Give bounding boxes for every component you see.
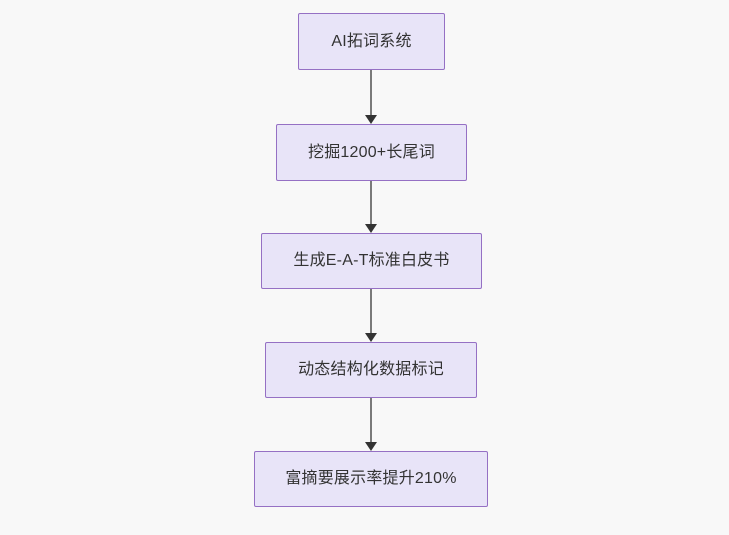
down-arrow-icon [365,333,377,342]
flow-node-label: 富摘要展示率提升210% [285,470,457,488]
flow-node-ai-keyword-system[interactable]: AI拓词系统 [298,13,445,70]
down-arrow-icon [365,442,377,451]
flow-node-label: AI拓词系统 [331,32,412,50]
connector-line [370,70,372,115]
flow-node-label: 动态结构化数据标记 [298,361,444,379]
flow-node-label: 生成E-A-T标准白皮书 [293,252,450,270]
connector-line [370,181,372,224]
down-arrow-icon [365,115,377,124]
flow-connector-2-to-3 [364,181,378,233]
flow-connector-1-to-2 [364,70,378,124]
flow-node-generate-eat-whitepaper[interactable]: 生成E-A-T标准白皮书 [261,233,482,289]
connector-line [370,398,372,442]
connector-line [370,289,372,333]
flow-connector-4-to-5 [364,398,378,451]
flow-node-mine-longtail-keywords[interactable]: 挖掘1200+长尾词 [276,124,467,181]
flow-node-label: 挖掘1200+长尾词 [308,143,435,161]
flow-connector-3-to-4 [364,289,378,342]
flow-node-rich-snippet-rate-increase[interactable]: 富摘要展示率提升210% [254,451,488,507]
flow-node-dynamic-structured-data-markup[interactable]: 动态结构化数据标记 [265,342,477,398]
down-arrow-icon [365,224,377,233]
